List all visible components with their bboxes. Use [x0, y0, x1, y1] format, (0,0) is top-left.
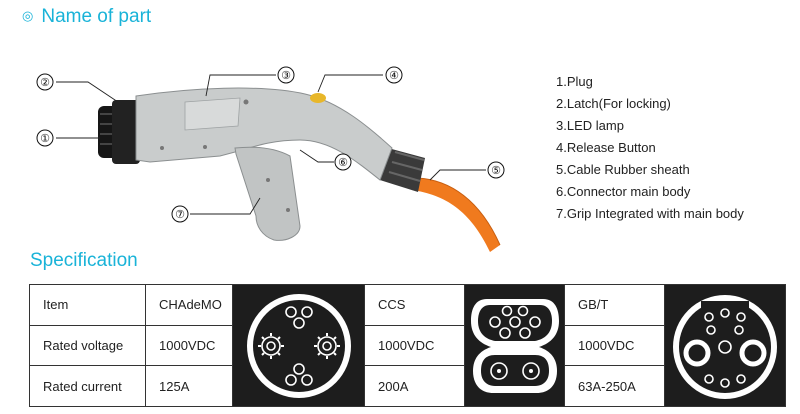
ccs-connector-icon [464, 284, 565, 407]
chademo-current: 125A [145, 365, 233, 407]
parts-list-item: 7.Grip Integrated with main body [556, 206, 744, 221]
charging-connector-illustration: ① ② ③ ④ ⑤ ⑥ ⑦ [36, 66, 505, 252]
row-label-rated-voltage: Rated voltage [29, 324, 146, 367]
cable-strain-relief [380, 148, 425, 192]
standard-name-gbt: GB/T [564, 284, 665, 326]
standard-name-chademo: CHAdeMO [145, 284, 233, 326]
bullet-icon: ◎ [22, 8, 34, 23]
svg-text:⑤: ⑤ [491, 165, 501, 177]
chademo-voltage: 1000VDC [145, 324, 233, 367]
ccs-voltage: 1000VDC [364, 324, 465, 367]
parts-list-item: 5.Cable Rubber sheath [556, 162, 690, 177]
svg-text:①: ① [40, 133, 50, 145]
svg-text:④: ④ [389, 70, 399, 82]
parts-list-item: 6.Connector main body [556, 184, 691, 199]
cable-rubber-sheath [412, 178, 500, 252]
callout-1: ① [36, 129, 54, 147]
parts-list-item: 3.LED lamp [556, 118, 624, 133]
callout-3: ③ [277, 66, 295, 84]
section-title-name-of-part: ◎ Name of part [22, 6, 151, 28]
name-of-part-heading: Name of part [41, 6, 152, 27]
table-row: Rated voltage 1000VDC 1000VDC 1000VDC [29, 324, 786, 367]
callout-7: ⑦ [171, 205, 189, 223]
svg-text:②: ② [40, 77, 50, 89]
parts-list: 1.Plug 2.Latch(For locking) 3.LED lamp 4… [556, 71, 744, 225]
callout-4: ④ [385, 66, 403, 84]
ccs-current: 200A [364, 365, 465, 407]
callout-6: ⑥ [334, 153, 352, 171]
svg-text:⑦: ⑦ [175, 209, 185, 221]
release-button [310, 93, 326, 103]
callout-5: ⑤ [487, 161, 505, 179]
parts-list-item: 2.Latch(For locking) [556, 96, 671, 111]
svg-text:③: ③ [281, 70, 291, 82]
gbt-current: 63A-250A [564, 365, 665, 407]
gbt-connector-icon [664, 284, 786, 407]
table-row: Rated current 125A 200A 63A-250A [29, 365, 786, 407]
gbt-voltage: 1000VDC [564, 324, 665, 367]
callout-2: ② [36, 73, 54, 91]
grip [234, 146, 301, 241]
svg-text:⑥: ⑥ [338, 157, 348, 169]
specification-table: Item CHAdeMO CCS [29, 284, 786, 407]
row-label-item: Item [29, 284, 146, 326]
parts-list-item: 1.Plug [556, 74, 593, 89]
parts-list-item: 4.Release Button [556, 140, 656, 155]
chademo-connector-icon [232, 284, 365, 407]
section-title-specification: Specification [30, 250, 138, 271]
led-lamp [243, 99, 249, 105]
table-row: Item CHAdeMO CCS [29, 284, 786, 407]
row-label-rated-current: Rated current [29, 365, 146, 407]
standard-name-ccs: CCS [364, 284, 465, 326]
